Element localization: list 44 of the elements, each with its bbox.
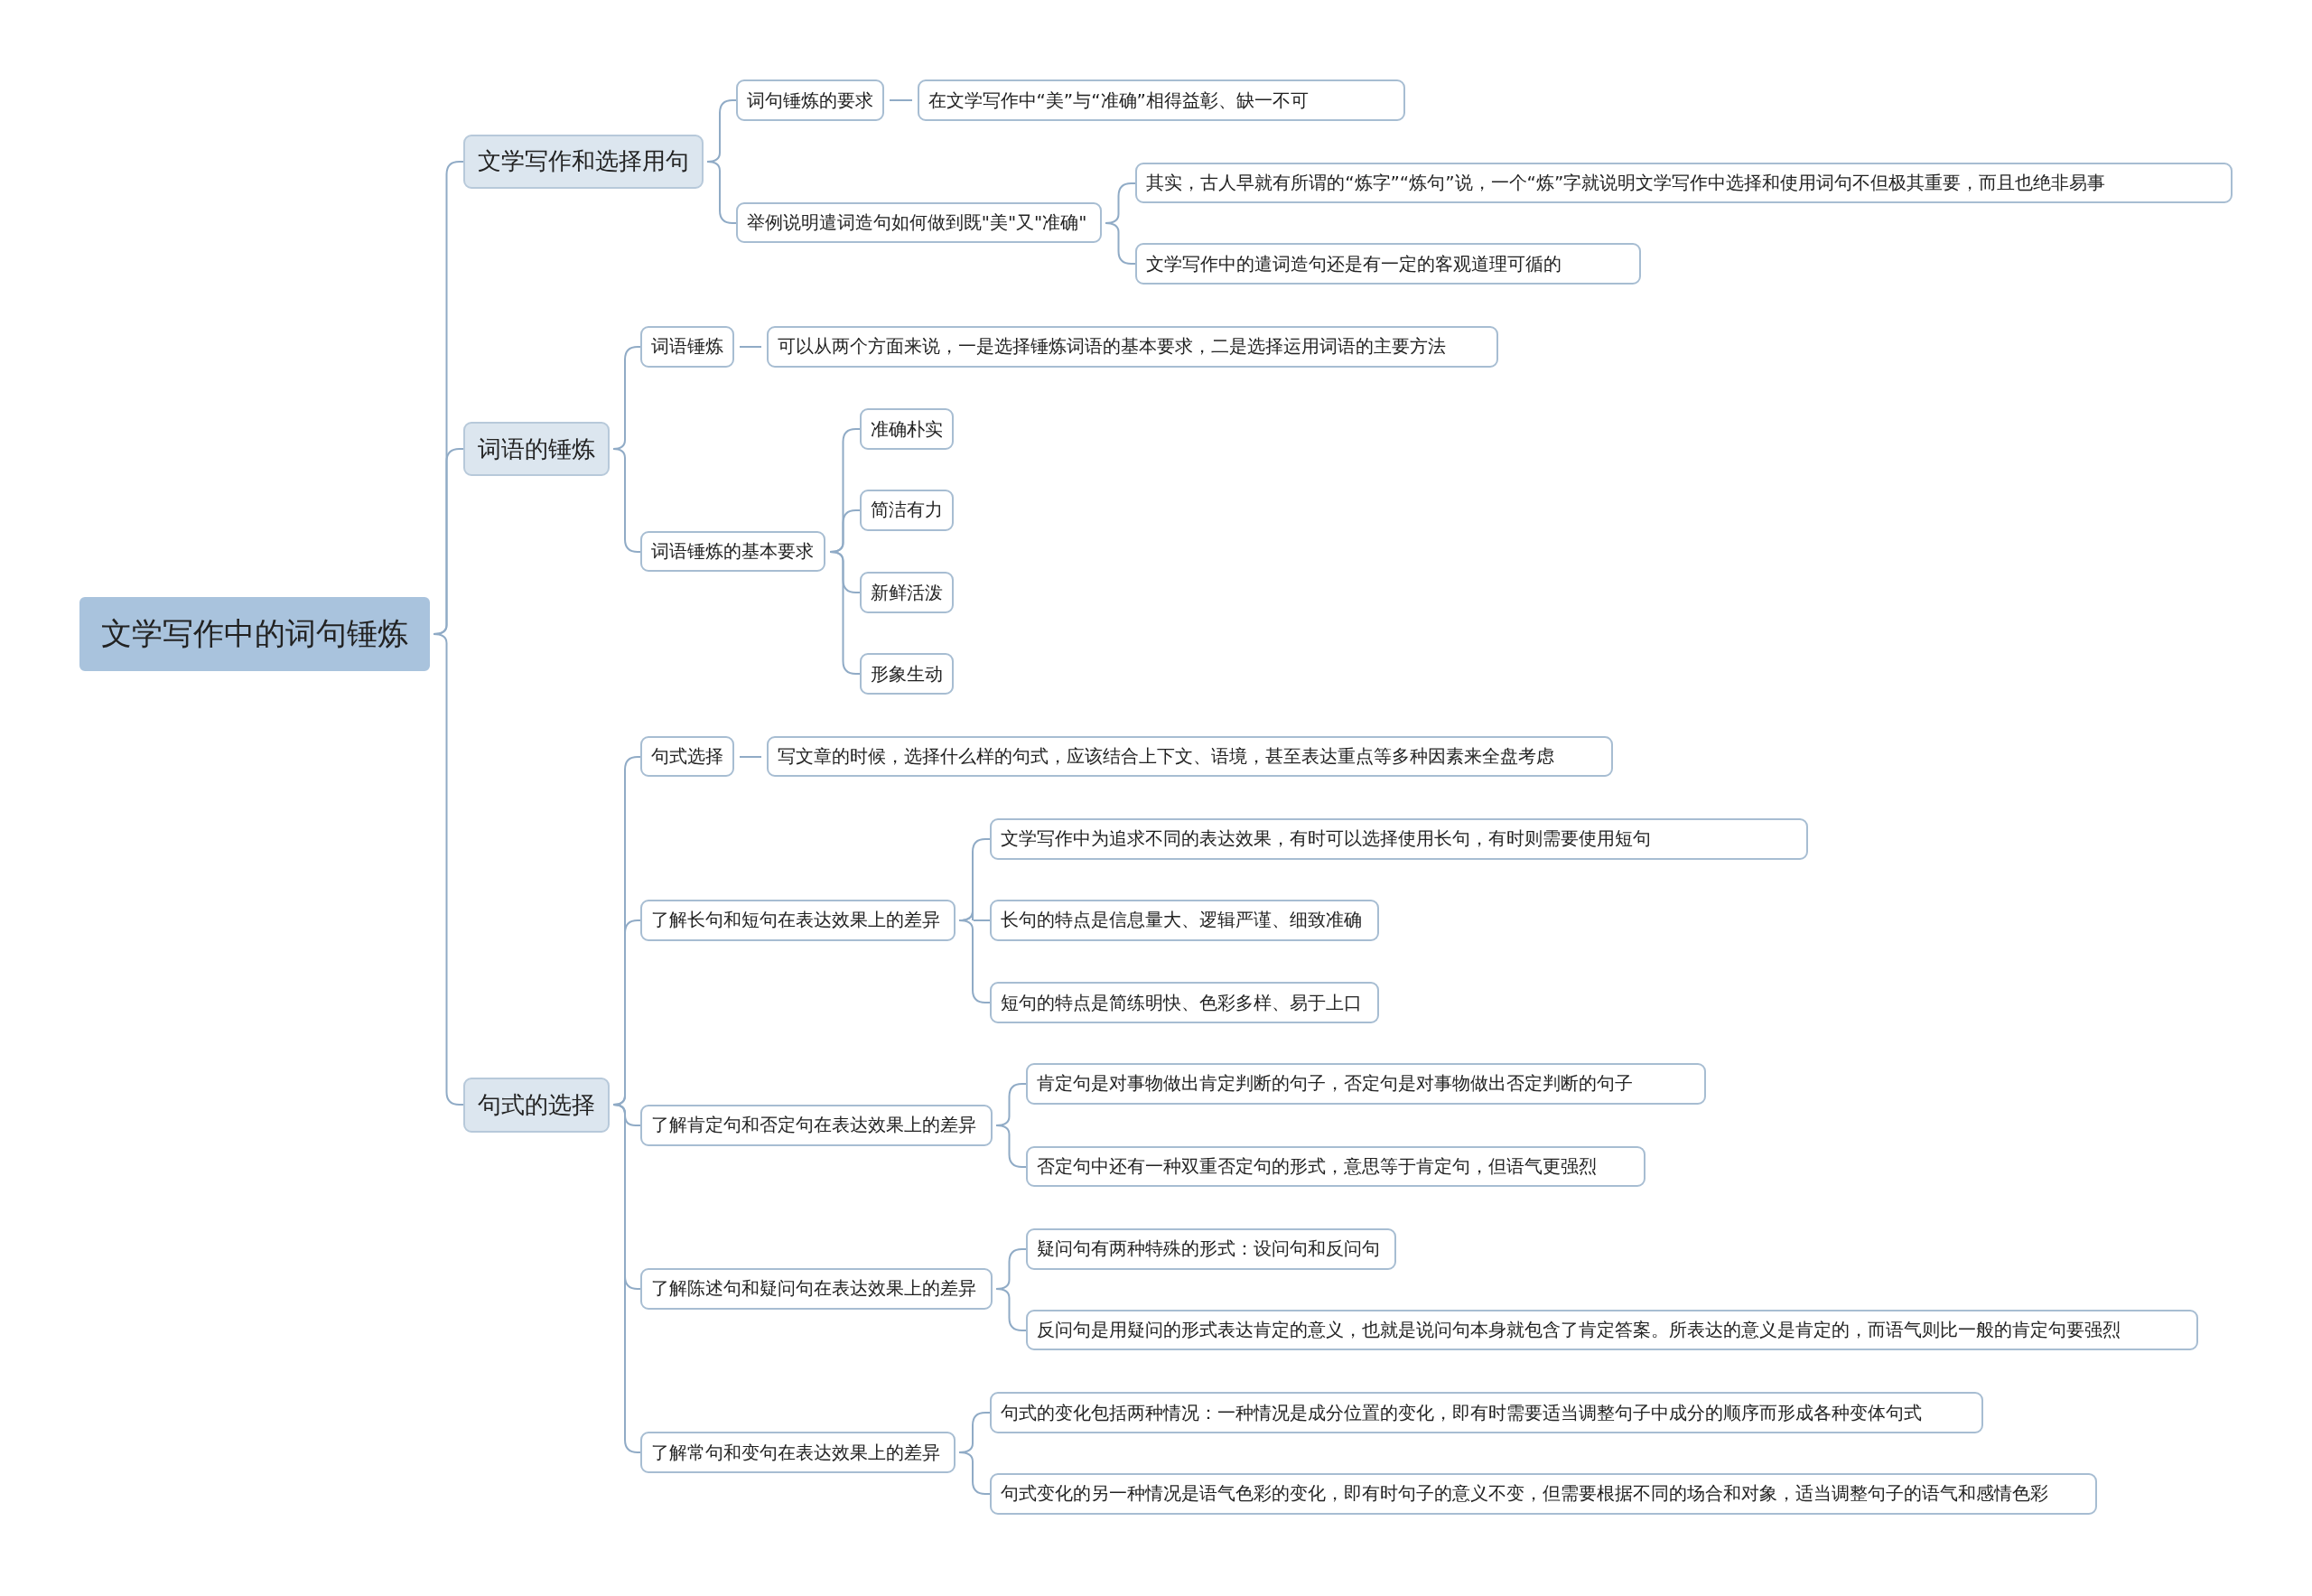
subtopic: 肯定句是对事物做出肯定判断的句子，否定句是对事物做出否定判断的句子 (1026, 1063, 1706, 1105)
subtopic: 新鲜活泼 (859, 572, 954, 614)
subtopic: 在文学写作中“美”与“准确”相得益彰、缺一不可 (917, 79, 1405, 121)
subtopic: 其实，古人早就有所谓的“炼字”“炼句”说，一个“炼”字就说明文学写作中选择和使用词句不但极其重要，而且也绝非易事 (1135, 162, 2233, 204)
connector-line (1105, 222, 1136, 265)
main-topic: 句式的选择 (462, 1078, 610, 1133)
connector-line (612, 448, 641, 553)
subtopic: 了解长句和短句在表达效果上的差异 (639, 899, 956, 941)
subtopic: 准确朴实 (859, 408, 954, 450)
subtopic: 句式变化的另一种情况是语气色彩的变化，即有时句子的意义不变，但需要根据不同的场合和对象，适当调整句子的语气和感情色彩 (989, 1473, 2097, 1515)
connector-line (995, 1288, 1027, 1331)
connector-line (739, 756, 762, 758)
subtopic: 疑问句有两种特殊的形式：设问句和反问句 (1026, 1228, 1397, 1270)
subtopic: 简洁有力 (859, 490, 954, 531)
subtopic: 举例说明遣词造句如何做到既"美"又"准确" (735, 201, 1102, 244)
main-topic: 词语的锤炼 (462, 421, 610, 477)
main-topic: 文学写作和选择用句 (462, 134, 704, 189)
subtopic: 短句的特点是简练明快、色彩多样、易于上口 (989, 982, 1379, 1024)
subtopic: 句式的变化包括两种情况：一种情况是成分位置的变化，即有时需要适当调整句子中成分的顺序而形成各种变体句式 (989, 1392, 1983, 1433)
connector-line (889, 99, 913, 101)
subtopic: 词语锤炼 (639, 325, 734, 368)
connector-line (739, 346, 762, 348)
subtopic: 形象生动 (859, 653, 954, 695)
connector-line (706, 161, 737, 224)
subtopic: 可以从两个方面来说，一是选择锤炼词语的基本要求，二是选择运用词语的主要方法 (766, 325, 1498, 368)
subtopic: 了解肯定句和否定句在表达效果上的差异 (639, 1104, 993, 1146)
connector-line (829, 551, 861, 675)
subtopic: 写文章的时候，选择什么样的句式，应该结合上下文、语境，甚至表达重点等多种因素来全盘考虑 (766, 735, 1614, 778)
subtopic: 否定句中还有一种双重否定句的形式，意思等于肯定句，但语气更强烈 (1026, 1145, 1645, 1188)
subtopic: 词句锤炼的要求 (735, 79, 884, 121)
subtopic: 文学写作中的遣词造句还是有一定的客观道理可循的 (1135, 243, 1642, 285)
connector-line (612, 1104, 641, 1453)
subtopic: 句式选择 (639, 735, 734, 778)
connector-line (958, 1451, 991, 1495)
subtopic: 了解常句和变句在表达效果上的差异 (639, 1432, 956, 1473)
connector-line (995, 1125, 1027, 1168)
subtopic: 反问句是用疑问的形式表达肯定的意义，也就是说问句本身就包含了肯定答案。所表达的意义是肯定的，而语气则比一般的肯定句要强烈 (1026, 1309, 2199, 1351)
subtopic: 文学写作中为追求不同的表达效果，有时可以选择使用长句，有时则需要使用短句 (989, 818, 1808, 860)
subtopic: 词语锤炼的基本要求 (639, 530, 826, 573)
connector-line (958, 919, 991, 1003)
connector-line (433, 633, 464, 1106)
root-topic: 文学写作中的词句锤炼 (79, 597, 431, 671)
subtopic: 了解陈述句和疑问句在表达效果上的差异 (639, 1268, 993, 1310)
subtopic: 长句的特点是信息量大、逻辑严谨、细致准确 (989, 899, 1379, 941)
